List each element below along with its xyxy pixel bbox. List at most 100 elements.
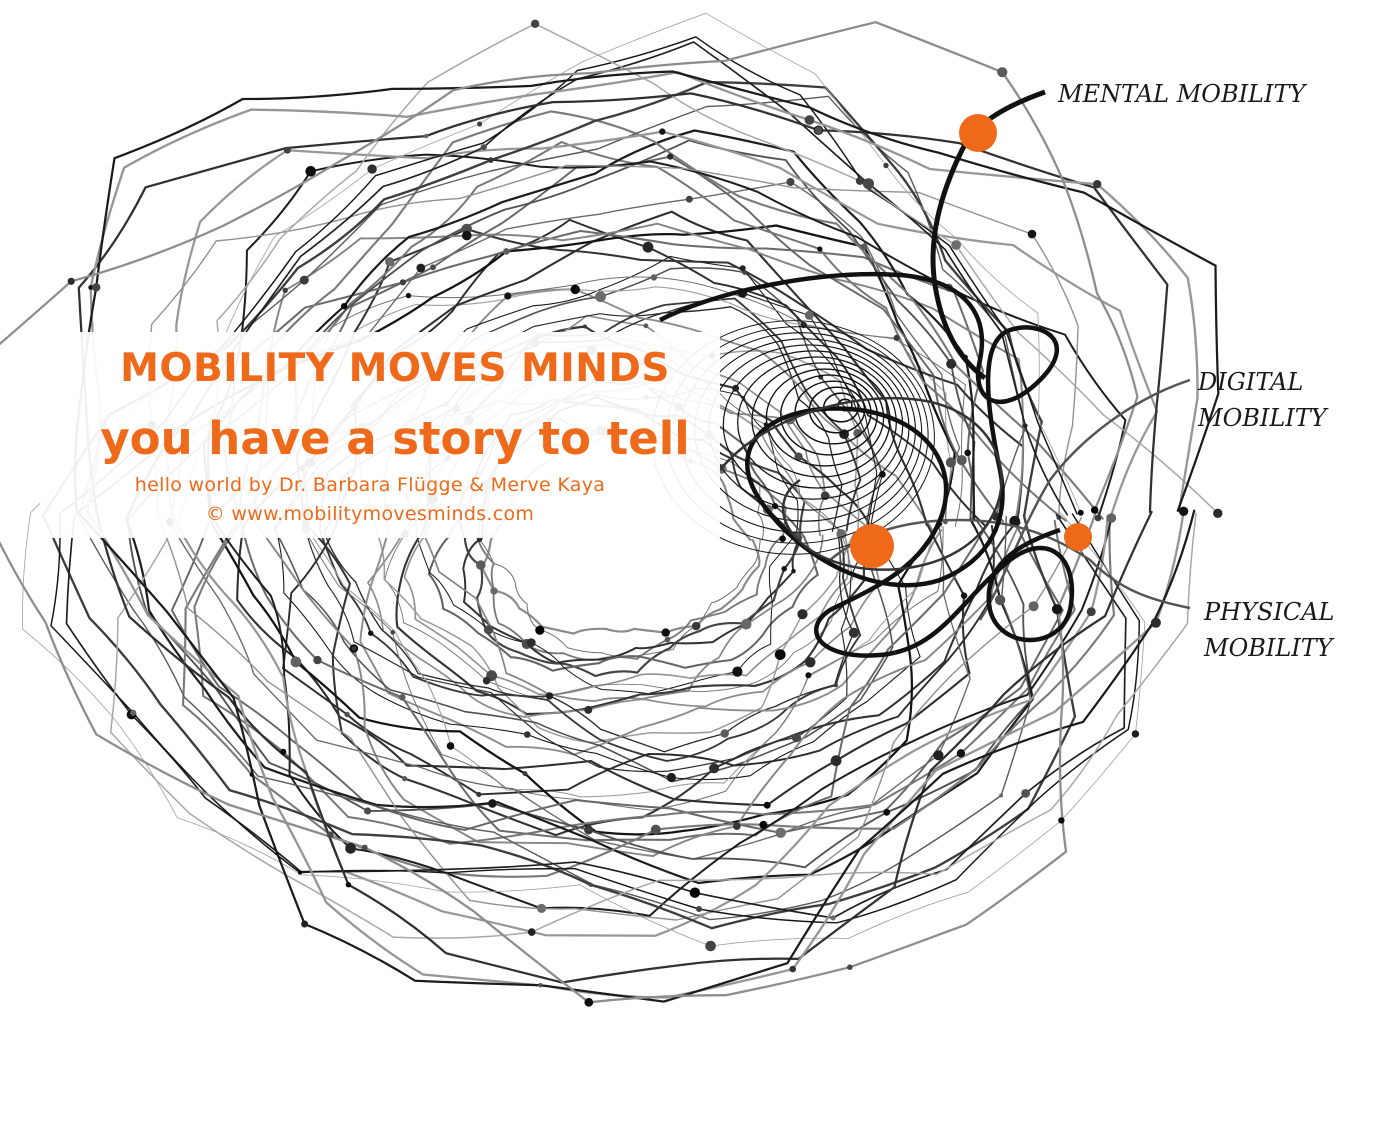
mesh-node (345, 842, 356, 854)
mesh-node (774, 649, 786, 660)
mesh-node (833, 683, 839, 688)
mesh-node (933, 750, 944, 761)
mesh-line (22, 12, 1146, 947)
mesh-node (847, 964, 853, 970)
mesh-node (92, 283, 101, 292)
website-link[interactable]: © www.mobilitymovesminds.com (205, 503, 535, 525)
mesh-node (476, 560, 486, 570)
mesh-node (659, 128, 666, 135)
mesh-line (275, 255, 921, 781)
mesh-node (732, 666, 743, 677)
mesh-node (805, 672, 812, 679)
mesh-line (65, 41, 1127, 919)
mesh-node (527, 928, 536, 936)
mesh-node (804, 115, 815, 125)
mesh-node (691, 621, 701, 631)
mesh-node (689, 887, 701, 898)
mesh-node (584, 705, 593, 714)
headline-tagline: you have a story to tell (100, 412, 690, 465)
mesh-node (786, 178, 795, 186)
mesh-node (956, 749, 966, 758)
mesh-node (1022, 423, 1028, 429)
mesh-node (368, 630, 374, 636)
mesh-node (650, 824, 661, 835)
mesh-node (643, 323, 649, 329)
mesh-node (488, 799, 497, 808)
knot-loop-path (658, 272, 1075, 658)
mesh-node (740, 618, 752, 630)
label-physical-line2: MOBILITY (1204, 634, 1333, 662)
mesh-node (367, 164, 377, 174)
mesh-node (733, 822, 741, 830)
mesh-node (351, 646, 357, 651)
mesh-node (705, 940, 716, 952)
mesh-node (664, 636, 671, 643)
mesh-node (290, 656, 302, 668)
mesh-node (1091, 506, 1099, 514)
mesh-node (480, 144, 487, 151)
mesh-node (661, 628, 670, 637)
mesh-node (298, 870, 302, 875)
mesh-node (1131, 730, 1140, 738)
mesh-node (817, 246, 823, 252)
mesh-node (399, 694, 406, 701)
mesh-node (364, 807, 372, 815)
mesh-node (538, 983, 543, 988)
mesh-node (893, 334, 900, 341)
mesh-node (667, 153, 674, 160)
mesh-node (1028, 601, 1039, 612)
mesh-node (960, 592, 968, 599)
mesh-node (490, 587, 498, 595)
mesh-node (390, 630, 396, 635)
mesh-node (1051, 604, 1063, 615)
headline-title: MOBILITY MOVES MINDS (120, 346, 670, 391)
mesh-node (1077, 509, 1084, 516)
mesh-node (1086, 607, 1096, 617)
mesh-node (446, 742, 455, 750)
mesh-line (50, 36, 1141, 924)
mesh-node (964, 449, 971, 457)
mesh-node (999, 793, 1004, 798)
mesh-node (504, 292, 512, 300)
mesh-node (405, 292, 412, 299)
mesh-node (709, 763, 720, 774)
mesh-node (301, 920, 309, 928)
mesh-node (526, 638, 536, 647)
spiral-ring (751, 362, 891, 478)
mesh-node (763, 801, 771, 809)
mesh-node (1178, 506, 1189, 516)
mesh-node (946, 359, 957, 369)
mesh-node (1009, 515, 1021, 527)
mesh-node (249, 772, 254, 777)
mesh-node (488, 157, 494, 163)
label-physical-mobility: PHYSICAL MOBILITY (1204, 594, 1334, 666)
mesh-node (282, 287, 288, 293)
credits-line: hello world by Dr. Barbara Flügge & Merv… (134, 474, 606, 496)
mesh-node (482, 676, 491, 685)
mesh-node (430, 264, 436, 271)
mesh-node (945, 457, 957, 468)
mesh-node (666, 772, 677, 783)
mesh-node (830, 755, 842, 767)
mesh-node (791, 733, 802, 743)
mesh-node (1021, 789, 1030, 798)
mesh-node (1106, 513, 1117, 523)
mesh-node (759, 820, 768, 829)
mesh-node (797, 609, 808, 620)
mesh-node (313, 655, 322, 665)
mesh-node (997, 67, 1008, 78)
mesh-node (1093, 180, 1102, 189)
mental-mobility-node (959, 114, 997, 152)
mesh-node (283, 146, 291, 154)
mesh-node (483, 625, 494, 635)
mesh-node (791, 568, 796, 574)
mesh-node (530, 19, 540, 28)
mesh-node (280, 748, 287, 755)
mesh-node (956, 455, 967, 466)
mesh-node (584, 997, 594, 1007)
knot-loop-path-2 (719, 396, 1003, 571)
mesh-node (326, 831, 334, 839)
mesh-node (779, 535, 786, 542)
mesh-node (536, 903, 547, 914)
